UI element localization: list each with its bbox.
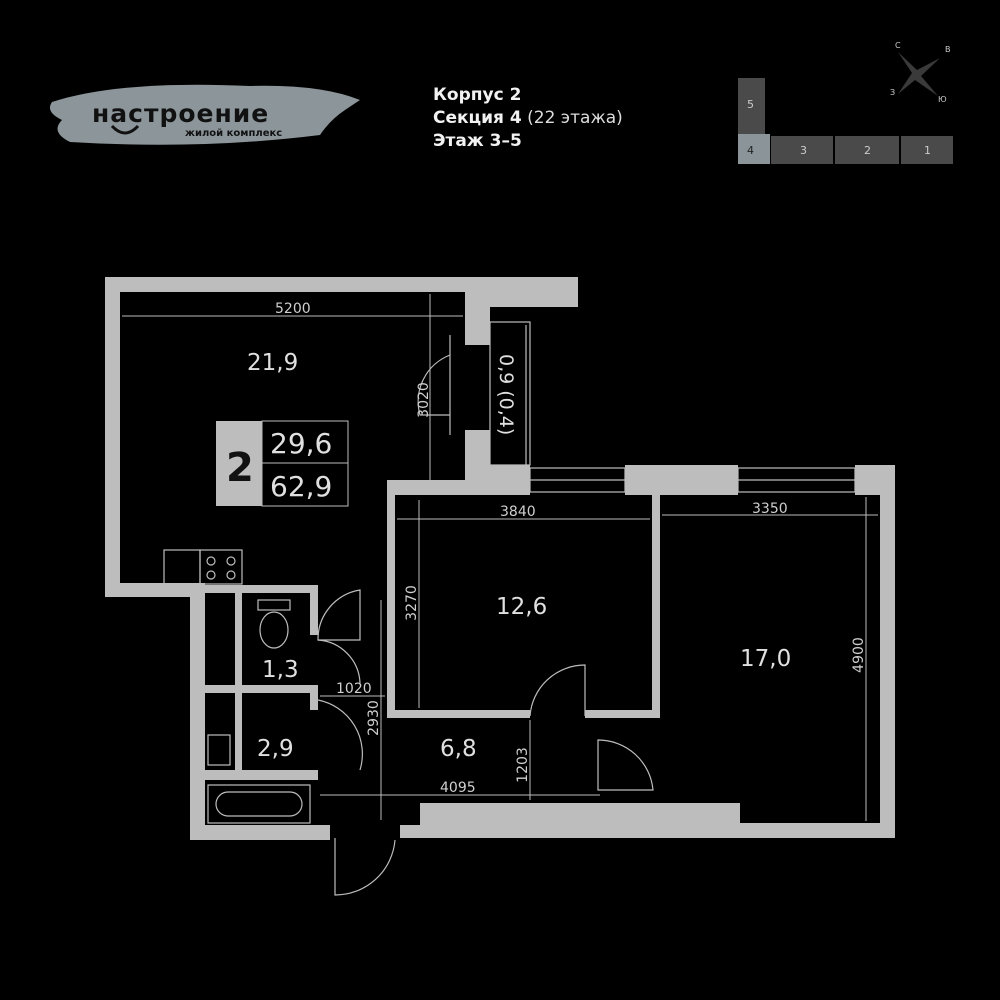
dim-1203: 1203 (515, 747, 531, 783)
doors (317, 589, 654, 896)
room-area-bedroom2: 17,0 (740, 646, 791, 672)
svg-text:С: С (895, 41, 901, 50)
dim-2930: 2930 (366, 700, 382, 736)
dimension-labels: 5200 3020 3840 3350 3270 4900 1020 2930 … (275, 301, 867, 796)
building-info: Корпус 2 Секция 4 (22 этажа) Этаж 3–5 (433, 84, 623, 153)
key-label-3: 3 (800, 144, 807, 157)
balcony (489, 321, 531, 466)
room-area-hall: 6,8 (440, 736, 477, 762)
room-labels: 21,9 12,6 17,0 1,3 2,9 6,8 0,9 (0,4) (247, 350, 791, 762)
total-area: 62,9 (270, 470, 332, 503)
bathtub-icon (207, 784, 311, 824)
key-label-2: 2 (864, 144, 871, 157)
dim-3270: 3270 (404, 585, 420, 621)
stove-icon (199, 549, 243, 585)
logo-subtitle: жилой комплекс (185, 128, 282, 139)
key-plan: 5 4 3 2 1 С В З Ю (738, 41, 953, 164)
apartment-badge: 2 29,6 62,9 (216, 420, 349, 507)
key-label-1: 1 (924, 144, 931, 157)
sink-icon (163, 549, 201, 585)
svg-text:Ю: Ю (938, 95, 947, 104)
section-floors: (22 этажа) (527, 108, 623, 128)
logo-name: настроение (92, 99, 269, 128)
dim-3840: 3840 (500, 504, 536, 520)
washbasin-icon (207, 734, 231, 766)
dimension-lines (122, 294, 878, 821)
svg-text:В: В (945, 45, 951, 54)
key-label-5: 5 (747, 98, 754, 111)
compass-icon: С В З Ю (890, 41, 951, 104)
walls (105, 277, 895, 840)
dim-4900: 4900 (851, 637, 867, 673)
smile-icon (110, 124, 140, 135)
room-area-bath: 2,9 (257, 736, 294, 762)
room-count: 2 (226, 445, 254, 491)
key-section-4 (738, 134, 770, 164)
room-area-wc: 1,3 (262, 657, 299, 683)
dim-3020: 3020 (416, 382, 432, 418)
dim-4095: 4095 (440, 780, 476, 796)
door-wc (317, 589, 361, 641)
fixtures (163, 549, 311, 824)
windows (417, 321, 856, 493)
korpus: Корпус 2 (433, 85, 522, 105)
floor: Этаж 3–5 (433, 131, 522, 151)
door-bedroom1 (529, 664, 586, 717)
dim-1020: 1020 (336, 681, 372, 697)
room-area-bedroom1: 12,6 (496, 594, 547, 620)
dim-3350: 3350 (752, 501, 788, 517)
toilet-icon (259, 611, 289, 649)
door-bedroom2 (597, 739, 654, 791)
room-area-living: 21,9 (247, 350, 298, 376)
svg-text:З: З (890, 88, 895, 97)
key-label-4: 4 (747, 144, 754, 157)
section: Секция 4 (433, 108, 522, 128)
room-area-balcony: 0,9 (0,4) (495, 354, 517, 435)
dim-5200: 5200 (275, 301, 311, 317)
living-area: 29,6 (270, 427, 332, 460)
entrance-door (334, 838, 396, 896)
logo: настроение жилой комплекс (49, 84, 360, 145)
